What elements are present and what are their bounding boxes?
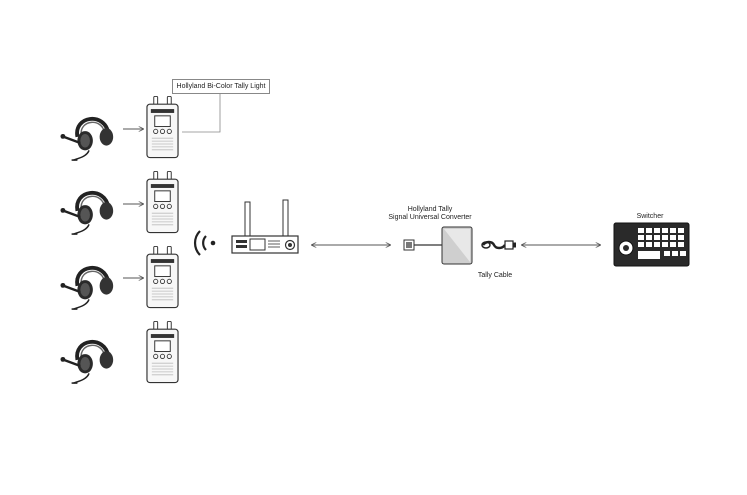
wireless-signal-icon [193,230,216,256]
base-station-icon [231,199,299,254]
headset-icon [60,265,116,311]
tally-cable-icon [481,240,516,250]
beltpack-icon [146,246,179,309]
converter-label-line2: Signal Universal Converter [388,214,472,221]
beltpack-icon [146,321,179,384]
headset-icon [60,339,116,385]
tally-light-callout: Hollyland Bi-Color Tally Light [172,79,270,94]
tally-cable-label: Tally Cable [477,272,513,279]
switcher-icon [613,222,690,267]
beltpack-icon [146,96,179,159]
callout-leader [182,93,221,133]
tally-converter-icon [403,226,473,265]
switcher-label: Switcher [636,213,664,220]
headset-icon [60,116,116,162]
beltpack-icon [146,171,179,234]
headset-icon [60,190,116,236]
converter-label-line1: Hollyland Tally [407,206,453,213]
